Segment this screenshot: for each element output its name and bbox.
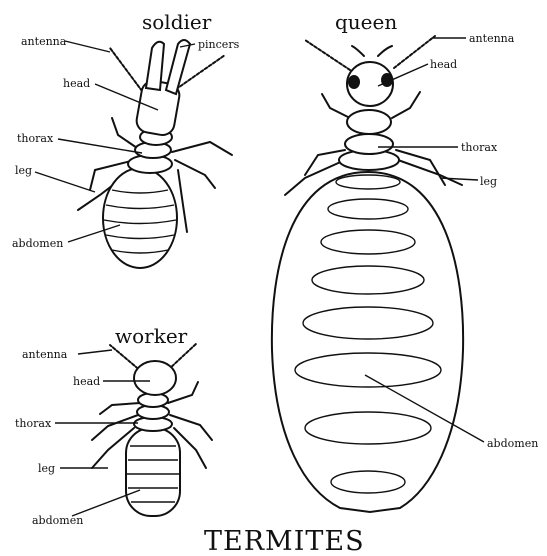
queen-eye-left: [348, 75, 360, 89]
caste-title-queen: queen: [335, 10, 397, 34]
soldier-pincer-right: [166, 40, 190, 94]
worker-label-antenna: antenna: [22, 348, 68, 361]
soldier-label-pincers: pincers: [198, 38, 240, 51]
worker-label-head: head: [73, 375, 100, 388]
queen-thorax-1: [347, 110, 391, 134]
soldier-pincer-left: [146, 42, 164, 90]
worker-abdomen: [126, 428, 180, 516]
queen-antenna-right: [394, 36, 435, 68]
soldier-label-thorax: thorax: [17, 132, 54, 145]
worker-leg-mid-right: [170, 415, 212, 440]
queen-leg-front-left: [322, 94, 350, 118]
worker-head: [134, 361, 176, 395]
diagram-title: TERMITES: [204, 526, 365, 556]
soldier-leg-front-left: [112, 118, 140, 150]
caste-title-worker: worker: [115, 324, 188, 348]
soldier-label-leg: leg: [15, 164, 32, 177]
queen-label-leg: leg: [480, 175, 497, 188]
soldier-label-abdomen: abdomen: [12, 237, 63, 250]
soldier-figure: [35, 40, 232, 268]
queen-label-abdomen: abdomen: [487, 437, 538, 450]
soldier-label-head: head: [63, 77, 90, 90]
caste-title-soldier: soldier: [142, 10, 212, 34]
queen-antenna-left: [305, 40, 350, 70]
queen-label-thorax: thorax: [461, 141, 498, 154]
queen-label-antenna: antenna: [469, 32, 515, 45]
soldier-leg-mid-right: [175, 160, 215, 188]
worker-leg-front-left: [100, 403, 140, 414]
soldier-label-antenna: antenna: [21, 35, 67, 48]
queen-thorax-2: [345, 134, 393, 154]
worker-figure: [55, 343, 212, 516]
queen-figure: [272, 36, 484, 512]
soldier-leg-hind-right: [178, 170, 187, 232]
queen-leg-hind-right: [398, 160, 462, 185]
soldier-leg-front-right: [172, 142, 232, 155]
worker-label-abdomen: abdomen: [32, 514, 83, 527]
soldier-antenna-left: [110, 48, 145, 95]
queen-abdomen: [272, 172, 463, 512]
queen-leg-front-right: [392, 92, 420, 118]
worker-label-thorax: thorax: [15, 417, 52, 430]
queen-label-head: head: [430, 58, 457, 71]
worker-label-leg: leg: [38, 462, 55, 475]
